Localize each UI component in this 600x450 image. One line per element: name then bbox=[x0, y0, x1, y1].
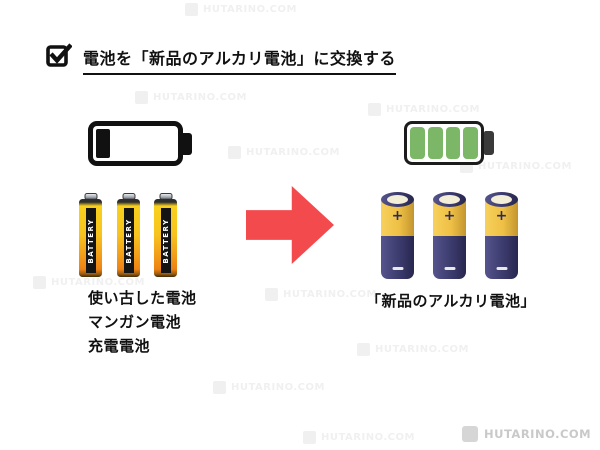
battery-top-contact bbox=[439, 194, 460, 204]
watermark: HUTARINO.COM bbox=[213, 381, 325, 394]
watermark-text: HUTARINO.COM bbox=[231, 382, 325, 393]
battery-low-terminal bbox=[183, 132, 192, 155]
battery-full-charge-bar bbox=[445, 127, 461, 159]
watermark: HUTARINO.COM bbox=[357, 343, 469, 356]
watermark-text: HUTARINO.COM bbox=[203, 4, 297, 15]
battery-brand-label: BATTERY bbox=[161, 217, 170, 264]
caption-line: マンガン電池 bbox=[88, 313, 182, 331]
old-batteries-caption: 使い古した電池 マンガン電池 充電電池 bbox=[88, 286, 197, 358]
battery-brand-label: BATTERY bbox=[86, 217, 95, 264]
caption-line: 充電電池 bbox=[88, 337, 151, 355]
site-logo-icon bbox=[368, 103, 381, 116]
replace-arrow-icon bbox=[246, 186, 334, 264]
site-logo-icon bbox=[462, 426, 478, 442]
checked-checkbox-icon bbox=[46, 43, 72, 67]
battery-body: BATTERY bbox=[79, 199, 102, 277]
site-credit: HUTARINO.COM bbox=[462, 426, 591, 442]
battery-stripe: BATTERY bbox=[160, 208, 171, 273]
watermark-text: HUTARINO.COM bbox=[375, 344, 469, 355]
watermark: HUTARINO.COM bbox=[265, 288, 377, 301]
battery-full-charge-bar bbox=[410, 127, 425, 159]
site-logo-icon bbox=[135, 91, 148, 104]
new-battery-illustration: + bbox=[381, 192, 414, 279]
site-logo-icon bbox=[228, 146, 241, 159]
battery-top-cap bbox=[381, 192, 414, 207]
watermark-text: HUTARINO.COM bbox=[478, 161, 572, 172]
battery-brand-label: BATTERY bbox=[124, 217, 133, 264]
old-battery-illustration: BATTERY bbox=[117, 193, 140, 277]
site-logo-icon bbox=[185, 3, 198, 16]
old-battery-illustration: BATTERY bbox=[79, 193, 102, 277]
watermark: HUTARINO.COM bbox=[303, 431, 415, 444]
site-logo-icon bbox=[213, 381, 226, 394]
plus-terminal-label: + bbox=[495, 208, 508, 224]
watermark-text: HUTARINO.COM bbox=[246, 147, 340, 158]
battery-full-charge-bar bbox=[427, 127, 443, 159]
watermark: HUTARINO.COM bbox=[135, 91, 247, 104]
plus-terminal-label: + bbox=[391, 208, 404, 224]
page-title: 電池を「新品のアルカリ電池」に交換する bbox=[83, 45, 396, 75]
battery-body: BATTERY bbox=[154, 199, 177, 277]
plus-terminal-label: + bbox=[443, 208, 456, 224]
battery-top-cap bbox=[433, 192, 466, 207]
minus-terminal-mark bbox=[392, 266, 403, 270]
battery-body: BATTERY bbox=[117, 199, 140, 277]
battery-full-charge-bar bbox=[463, 127, 478, 159]
battery-stripe: BATTERY bbox=[123, 208, 134, 273]
battery-low-icon bbox=[88, 121, 192, 166]
battery-lower-body bbox=[485, 236, 518, 279]
new-battery-illustration: + bbox=[433, 192, 466, 279]
site-logo-icon bbox=[357, 343, 370, 356]
title-row: 電池を「新品のアルカリ電池」に交換する bbox=[46, 42, 396, 75]
watermark-text: HUTARINO.COM bbox=[153, 92, 247, 103]
site-credit-text: HUTARINO.COM bbox=[484, 427, 592, 441]
watermark-text: HUTARINO.COM bbox=[321, 432, 415, 443]
battery-full-icon bbox=[404, 121, 494, 165]
watermark: HUTARINO.COM bbox=[368, 103, 480, 116]
watermark: HUTARINO.COM bbox=[185, 3, 297, 16]
minus-terminal-mark bbox=[444, 266, 455, 270]
battery-top-contact bbox=[387, 194, 408, 204]
site-logo-icon bbox=[303, 431, 316, 444]
battery-stripe: BATTERY bbox=[85, 208, 96, 273]
watermark: HUTARINO.COM bbox=[228, 146, 340, 159]
battery-low-charge-bar bbox=[96, 129, 110, 158]
battery-full-terminal bbox=[484, 131, 494, 155]
battery-top-cap bbox=[485, 192, 518, 207]
new-batteries-caption: 「新品のアルカリ電池」 bbox=[366, 292, 536, 310]
site-logo-icon bbox=[33, 276, 46, 289]
battery-lower-body bbox=[433, 236, 466, 279]
caption-line: 使い古した電池 bbox=[88, 289, 197, 307]
battery-top-contact bbox=[491, 194, 512, 204]
watermark-text: HUTARINO.COM bbox=[386, 104, 480, 115]
battery-lower-body bbox=[381, 236, 414, 279]
watermark-text: HUTARINO.COM bbox=[283, 289, 377, 300]
minus-terminal-mark bbox=[496, 266, 507, 270]
old-battery-illustration: BATTERY bbox=[154, 193, 177, 277]
new-battery-illustration: + bbox=[485, 192, 518, 279]
site-logo-icon bbox=[265, 288, 278, 301]
